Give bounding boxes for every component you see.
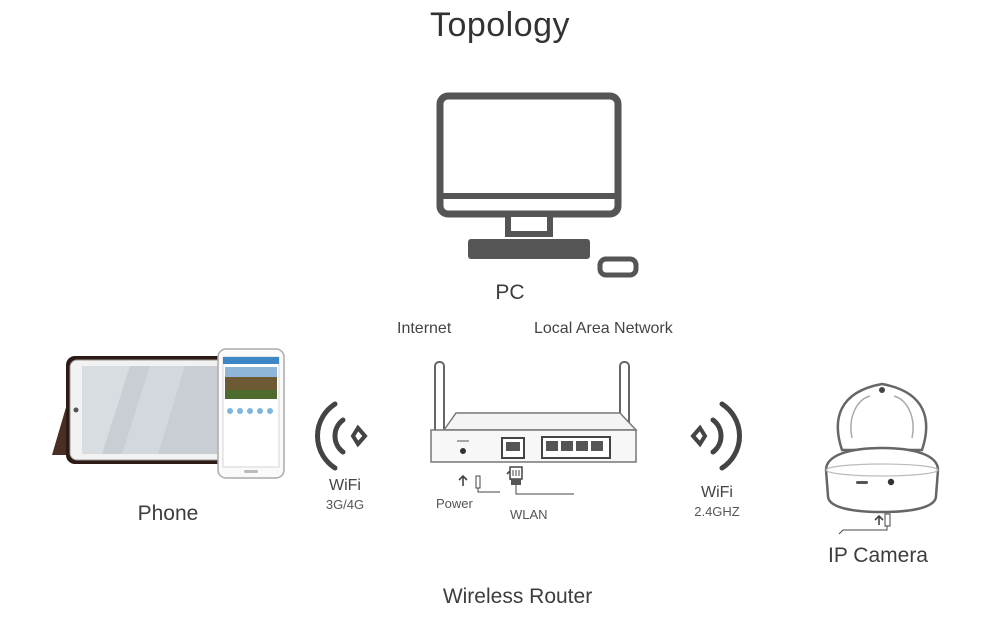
ip-camera-icon — [824, 382, 940, 535]
router-icon — [430, 361, 638, 495]
ip-camera-label: IP Camera — [828, 544, 928, 567]
pc-icon — [436, 92, 639, 278]
pc-label: PC — [495, 281, 525, 304]
camera-wifi-label: WiFi — [701, 484, 733, 501]
wlan-label: WLAN — [510, 507, 548, 522]
router-label: Wireless Router — [442, 585, 593, 608]
phone-label: Phone — [137, 502, 199, 525]
power-label: Power — [436, 496, 473, 511]
internet-label: Internet — [397, 320, 452, 337]
phone-wifi-band: 3G/4G — [325, 497, 365, 512]
lan-label: Local Area Network — [534, 320, 673, 337]
wifi-signal-left-icon — [315, 401, 368, 471]
page-title: Topology — [429, 6, 571, 44]
phone-wifi-label: WiFi — [329, 477, 361, 494]
wifi-signal-right-icon — [690, 401, 742, 471]
camera-wifi-band: 2.4GHZ — [694, 504, 740, 519]
tablet-icon — [52, 356, 234, 464]
phone-icon — [217, 348, 285, 479]
